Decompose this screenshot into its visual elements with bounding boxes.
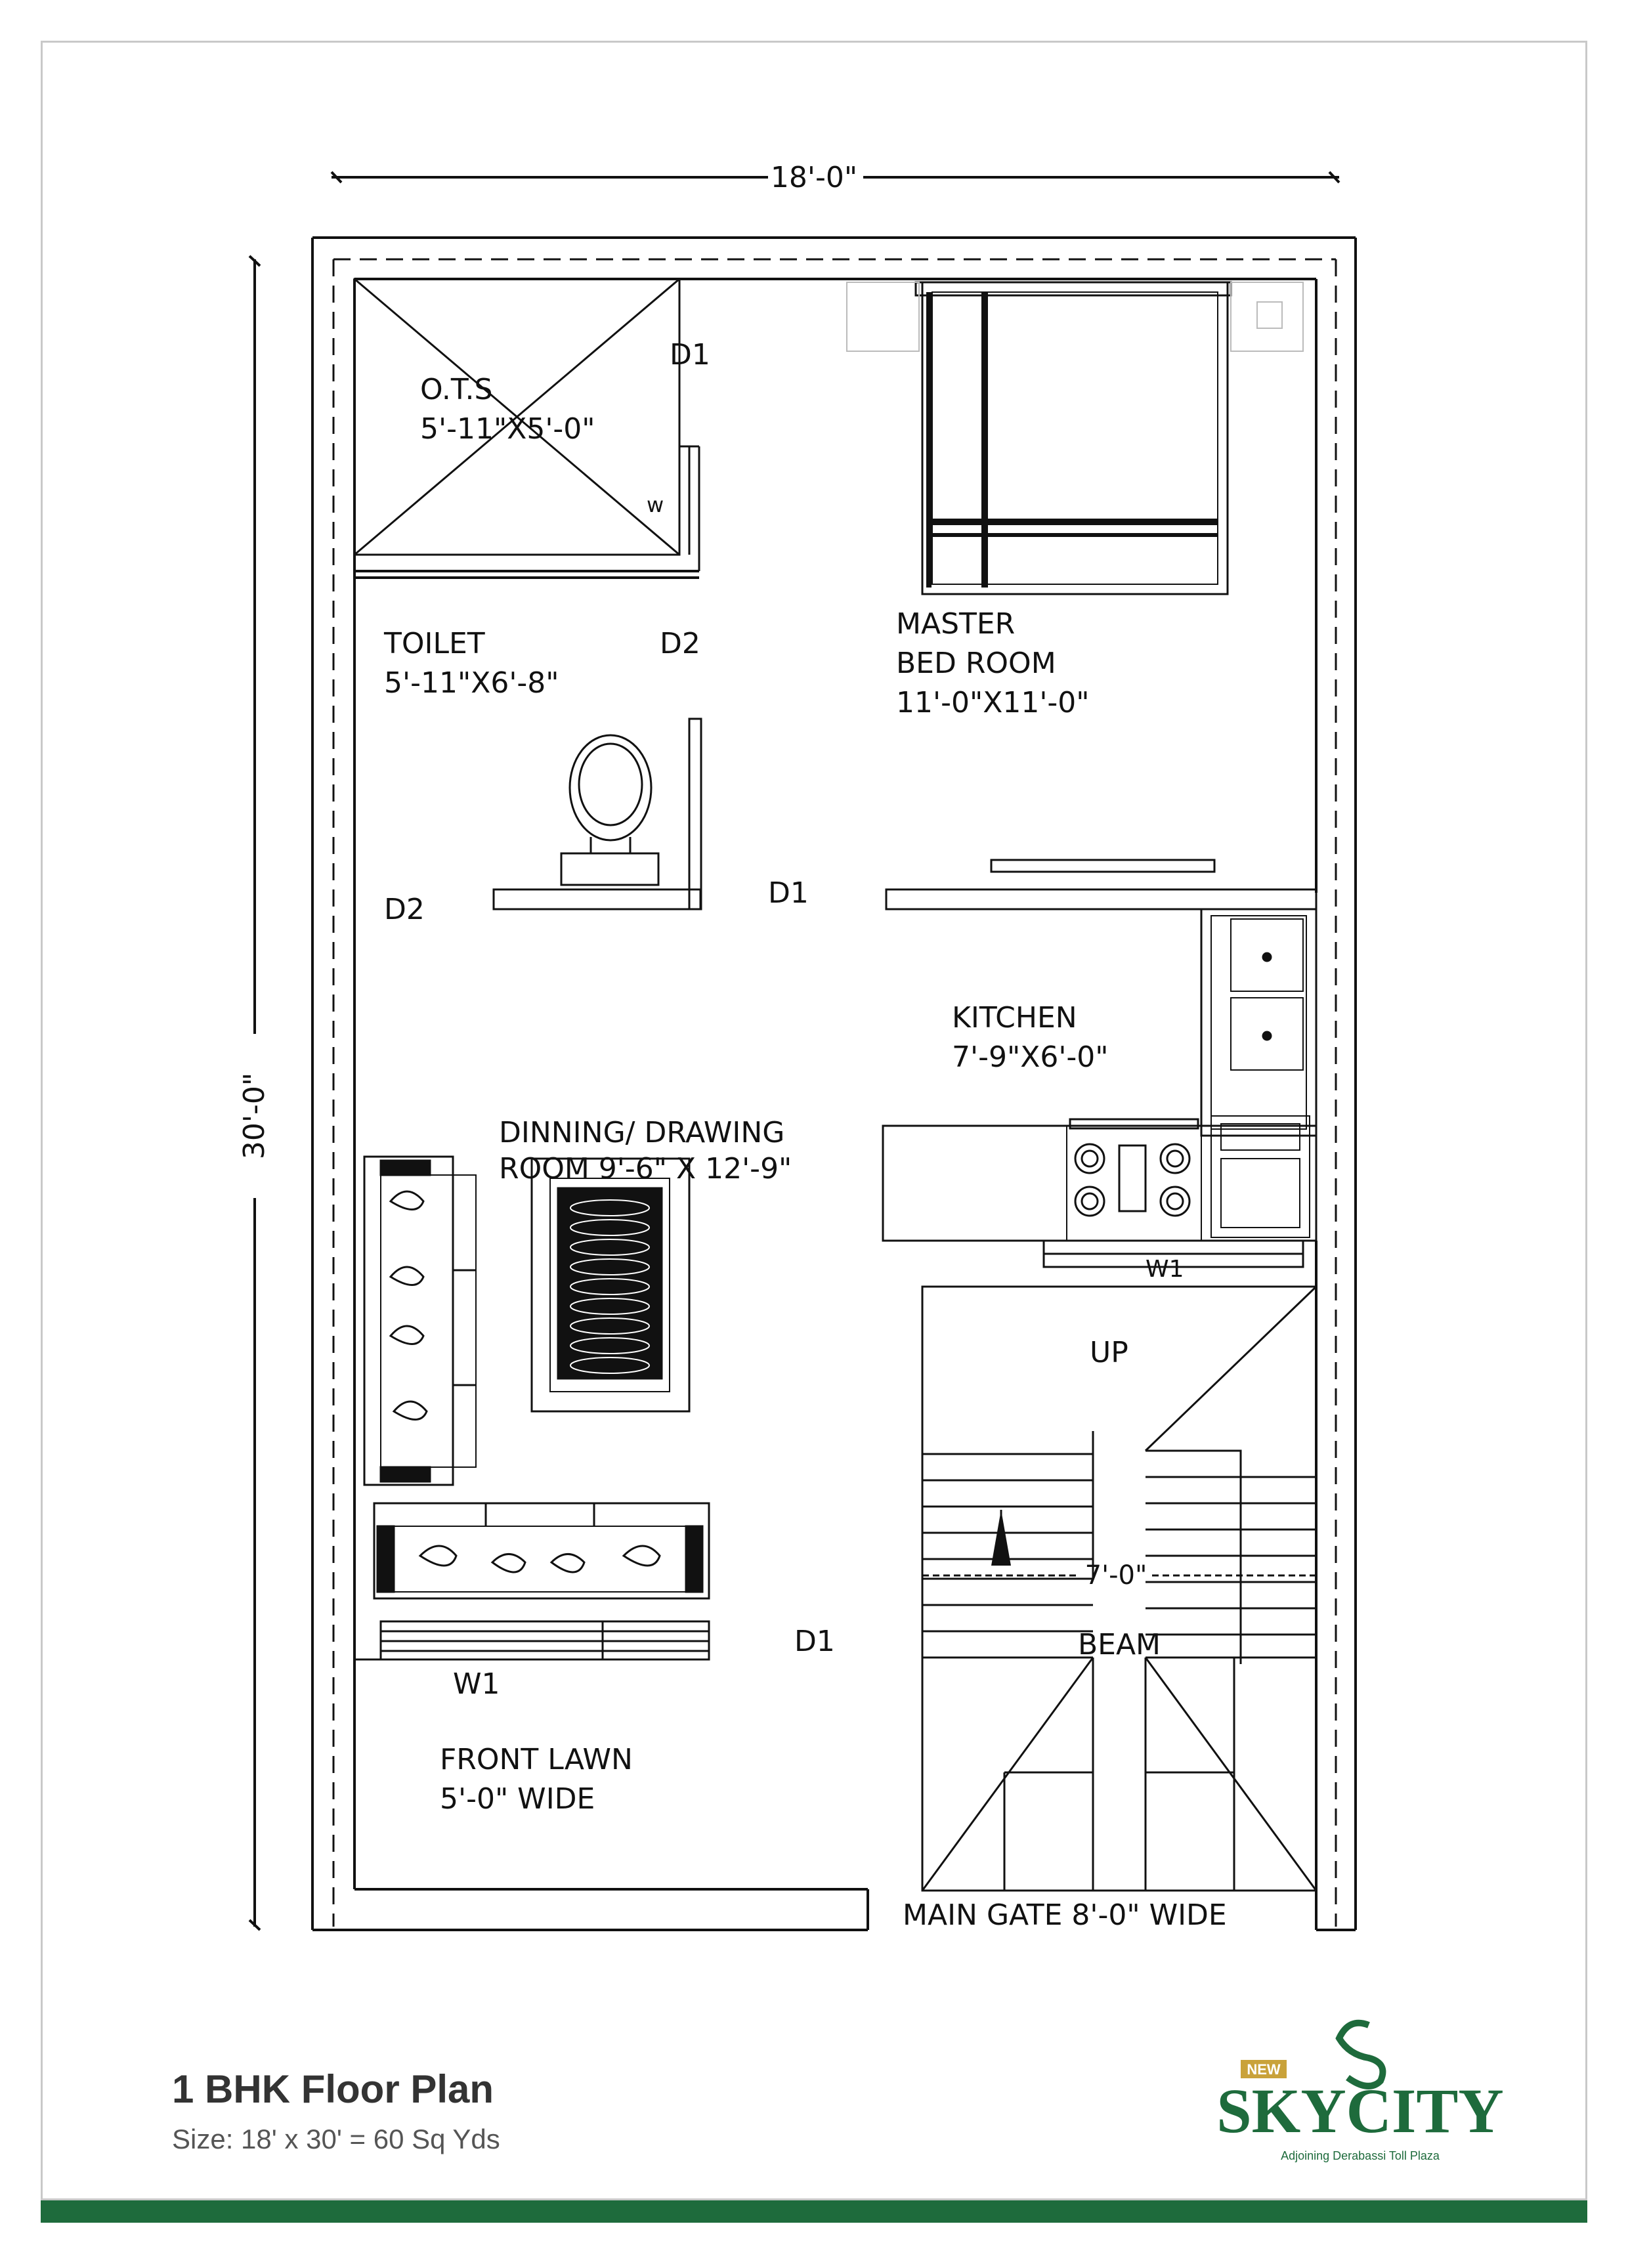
width-dimension: 18'-0" [771,161,857,194]
depth-dimension-line [248,255,261,1931]
brand-emblem-icon [1335,2019,1386,2089]
beam-label: BEAM [1078,1628,1161,1661]
bed-icon [914,281,1232,595]
master-bedroom-name-1: MASTER [896,607,1015,641]
master-bedroom-name-2: BED ROOM [896,647,1056,680]
toilet-size: 5'-11"X6'-8" [384,666,559,700]
kitchen-name: KITCHEN [952,1001,1077,1035]
ots-window [678,445,700,571]
kitchen-size: 7'-9"X6'-0" [952,1040,1109,1074]
ots-size: 5'-11"X5'-0" [420,412,595,446]
sofa-bottom [373,1502,710,1600]
sofa-left [363,1155,477,1486]
page-frame [41,41,1587,2200]
front-lawn-size: 5'-0" WIDE [440,1782,595,1816]
depth-dimension: 30'-0" [238,1073,271,1159]
ots-window-label: w [647,492,664,517]
door-label-d2-toilet: D2 [660,627,700,660]
brand-tagline: Adjoining Derabassi Toll Plaza [1281,2149,1440,2162]
dashed-boundary [332,258,1337,1927]
door-label-d1-bedroom: D1 [768,876,809,910]
master-bedroom-size: 11'-0"X11'-0" [896,686,1090,719]
door-label-d1-main: D1 [794,1625,835,1658]
bedroom-side-tables [846,282,1304,352]
front-window-label: W1 [453,1667,500,1701]
width-dimension-line [330,171,1340,184]
toilet-wc-icon [560,734,660,886]
door-label-d1-ots: D1 [670,338,710,372]
ots-name: O.T.S [420,373,492,406]
ots-shaft [353,278,681,556]
dining-name: DINNING/ DRAWING [499,1116,784,1149]
bottom-accent-bar [41,2200,1587,2223]
stair-up-label: UP [1090,1336,1128,1369]
front-lawn-name: FRONT LAWN [440,1743,633,1776]
dining-size: ROOM 9'-6" X 12'-9" [499,1152,792,1186]
outer-walls [311,236,1357,1931]
kitchen-window-label: W1 [1146,1256,1184,1283]
rug-icon [530,1157,691,1413]
brand-logo: NEW SKYCITY Adjoining Derabassi Toll Pla… [1216,2019,1504,2162]
bedroom-bottom-wall [885,859,1317,910]
door-label-d2-hall: D2 [384,893,425,926]
toilet-walls [354,570,702,910]
plan-size: Size: 18' x 30' = 60 Sq Yds [172,2124,500,2154]
kitchen-counter [882,908,1317,1242]
stair-up-arrow [991,1510,1011,1566]
kitchen-window [1042,1239,1304,1268]
front-window [354,1620,710,1661]
main-gate-label: MAIN GATE 8'-0" WIDE [903,1898,1227,1932]
brand-badge-bg [1241,2060,1287,2078]
brand-name: SKYCITY [1216,2076,1503,2146]
staircase [921,1285,1317,1892]
stair-width-label: 7'-0" [1085,1560,1147,1591]
stove-icon [1074,1143,1191,1217]
toilet-name: TOILET [383,627,485,660]
brand-badge: NEW [1247,2061,1281,2078]
plan-title: 1 BHK Floor Plan [172,2067,494,2111]
